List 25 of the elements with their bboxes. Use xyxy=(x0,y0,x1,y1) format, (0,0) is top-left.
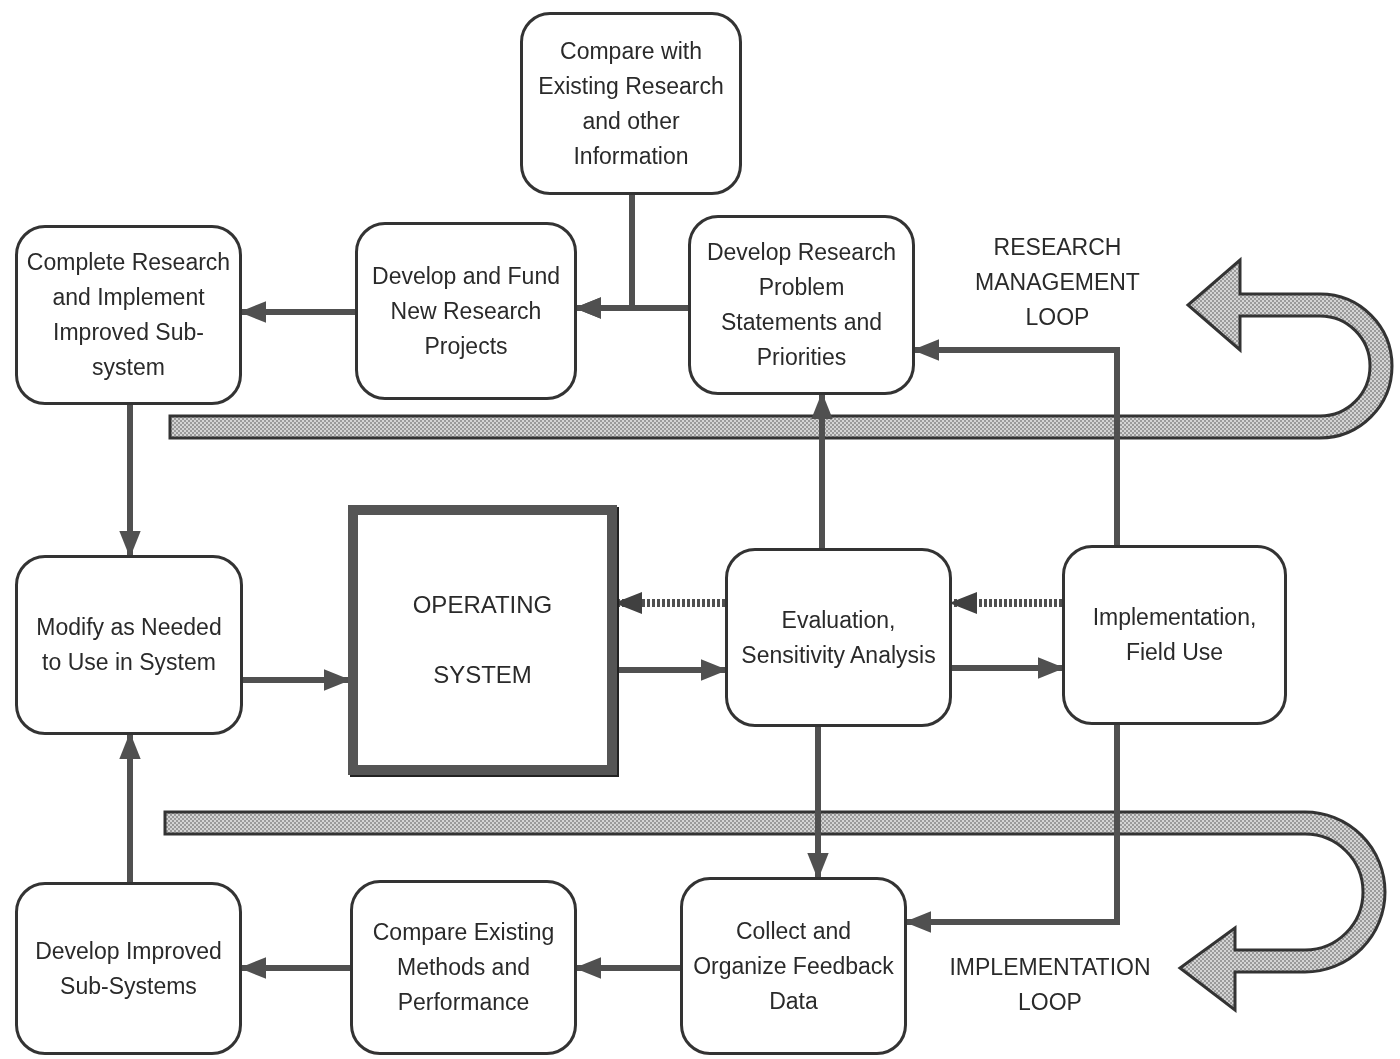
process-box xyxy=(350,880,577,1055)
node-text: Compare Existing Methods and Performance xyxy=(371,918,556,1017)
process-box xyxy=(15,555,243,735)
node-text: Compare with Existing Research and other Information xyxy=(537,36,725,171)
loop-label: IMPLEMENTATION LOOP xyxy=(948,953,1152,1017)
node-text: Develop Improved Sub-Systems xyxy=(34,936,223,1001)
process-box xyxy=(355,222,577,400)
process-box xyxy=(725,548,952,727)
node-text: Modify as Needed to Use in System xyxy=(35,613,223,677)
node-text: Develop Research Problem Statements and Priorities xyxy=(705,238,898,372)
node-text: Collect and Organize Feedback Data xyxy=(692,916,895,1016)
arrow xyxy=(574,297,688,319)
node-text: Implementation, Field Use xyxy=(1091,603,1258,667)
process-box xyxy=(15,225,242,405)
process-box xyxy=(688,215,915,395)
node-text: Complete Research and Implement Improved Sub-system xyxy=(25,248,232,382)
node-text: Develop and Fund New Research Projects xyxy=(371,261,561,361)
loop-label: RESEARCH MANAGEMENT LOOP xyxy=(974,233,1141,332)
process-box xyxy=(1062,545,1287,725)
system-box xyxy=(348,505,617,775)
node-text: Evaluation, Sensitivity Analysis xyxy=(740,605,937,670)
node-text: OPERATING SYSTEM xyxy=(411,590,554,690)
process-box xyxy=(520,12,742,195)
process-box xyxy=(15,882,242,1055)
process-box xyxy=(680,877,907,1055)
